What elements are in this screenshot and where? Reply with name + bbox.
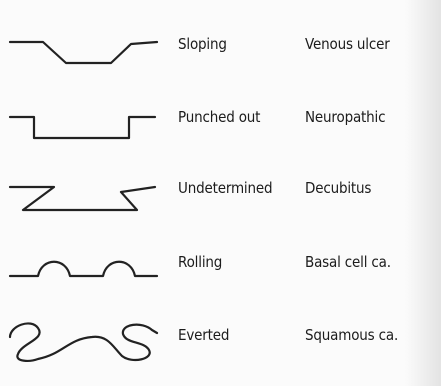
edge-type-label: Punched out [178, 107, 260, 127]
ulcer-edge-row-rolling: Rolling Basal cell ca. [0, 233, 441, 293]
ulcer-type-label: Neuropathic [305, 107, 385, 127]
ulcer-type-label: Venous ulcer [305, 34, 390, 54]
ulcer-edge-row-sloping: Sloping Venous ulcer [0, 15, 441, 75]
edge-type-label: Everted [178, 325, 229, 345]
edge-type-label: Undetermined [178, 178, 272, 198]
ulcer-type-label: Basal cell ca. [305, 252, 391, 272]
rolling-edge-illustration [8, 233, 168, 293]
ulcer-edge-row-punched-out: Punched out Neuropathic [0, 88, 441, 148]
edge-type-label: Sloping [178, 34, 227, 54]
ulcer-edge-row-undetermined: Undetermined Decubitus [0, 159, 441, 219]
undetermined-edge-illustration [8, 159, 168, 219]
ulcer-edge-row-everted: Everted Squamous ca. [0, 306, 441, 366]
everted-edge-illustration [8, 306, 168, 366]
punched-out-edge-illustration [8, 88, 168, 148]
edge-type-label: Rolling [178, 252, 222, 272]
ulcer-type-label: Decubitus [305, 178, 371, 198]
sloping-edge-illustration [8, 15, 168, 75]
ulcer-type-label: Squamous ca. [305, 325, 398, 345]
